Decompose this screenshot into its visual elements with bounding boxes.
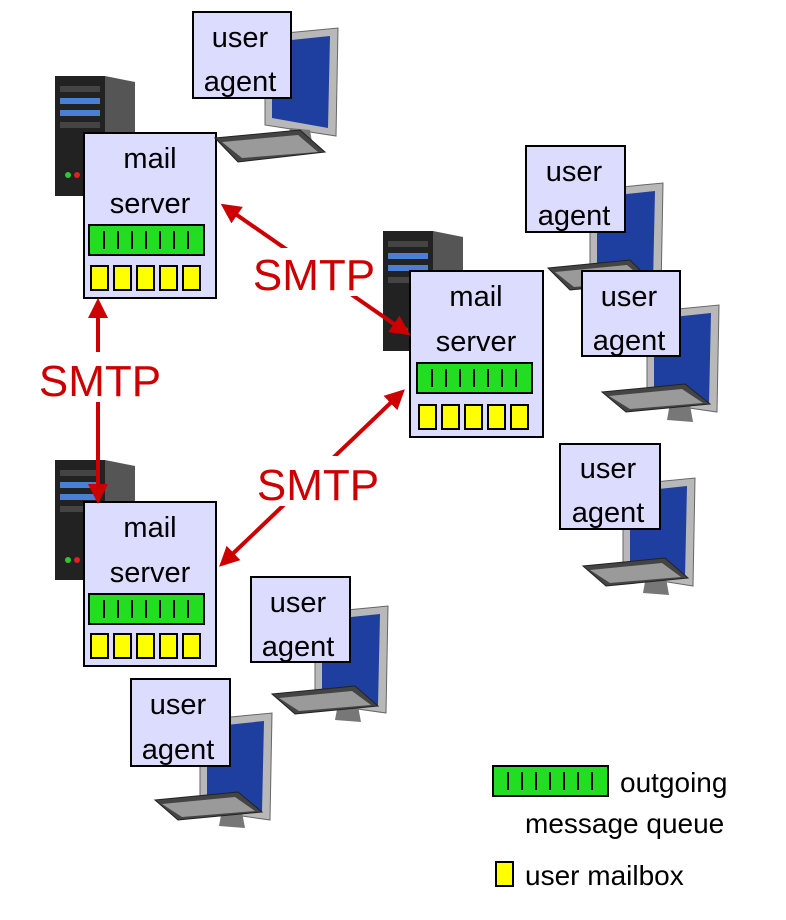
mail-server-right: mail server bbox=[383, 231, 544, 438]
user-agent-label-line1: user bbox=[150, 689, 207, 721]
user-agent-box bbox=[581, 270, 681, 357]
user-agent-box bbox=[559, 443, 661, 530]
legend: outgoing message queue user mailbox bbox=[492, 765, 727, 891]
legend-outgoing-label-line2: message queue bbox=[525, 808, 724, 839]
mail-server-label-line1: mail bbox=[123, 512, 176, 544]
smtp-label-text: SMTP bbox=[39, 357, 161, 406]
smtp-label-bottom: SMTP bbox=[251, 456, 385, 510]
user-agent-bottom-left: user agent bbox=[130, 678, 273, 828]
user-agent-top: user agent bbox=[192, 11, 339, 163]
user-agent-label-line2: agent bbox=[204, 66, 277, 98]
mail-server-label-line2: server bbox=[110, 557, 191, 589]
user-agent-label-line1: user bbox=[270, 587, 327, 619]
user-agent-right-middle: user agent bbox=[581, 270, 720, 422]
outgoing-message-queue bbox=[88, 224, 205, 256]
mail-server-top-left: mail server bbox=[55, 76, 217, 299]
user-agent-label-line2: agent bbox=[593, 325, 666, 357]
mail-server-bottom-left: mail server bbox=[55, 460, 217, 667]
user-agent-box bbox=[130, 678, 231, 767]
user-mailboxes bbox=[90, 633, 201, 659]
user-agent-box bbox=[525, 145, 626, 233]
mail-server-label-line2: server bbox=[110, 188, 191, 220]
user-agent-label-line2: agent bbox=[572, 497, 645, 529]
smtp-label-top: SMTP bbox=[247, 248, 381, 300]
user-mailboxes bbox=[90, 265, 201, 291]
smtp-label-text: SMTP bbox=[257, 461, 379, 510]
user-agent-label-line1: user bbox=[601, 281, 658, 313]
mail-server-label-line1: mail bbox=[449, 281, 502, 313]
smtp-label-text: SMTP bbox=[253, 251, 375, 300]
legend-queue-icon bbox=[492, 765, 609, 797]
smtp-label-left: SMTP bbox=[33, 352, 167, 406]
mail-server-label-line2: server bbox=[436, 326, 517, 358]
user-agent-label-line2: agent bbox=[142, 734, 215, 766]
outgoing-message-queue bbox=[416, 362, 533, 394]
legend-mailbox-label: user mailbox bbox=[525, 860, 684, 891]
legend-mailbox-icon bbox=[495, 861, 514, 887]
mail-server-label-line1: mail bbox=[123, 143, 176, 175]
user-agent-box bbox=[250, 576, 351, 663]
user-agent-box bbox=[192, 11, 292, 99]
user-agent-lower-middle: user agent bbox=[250, 576, 389, 722]
user-agent-label-line1: user bbox=[580, 453, 637, 485]
user-agent-label-line2: agent bbox=[538, 200, 611, 232]
user-agent-label-line2: agent bbox=[262, 631, 335, 663]
user-agent-label-line1: user bbox=[546, 156, 603, 188]
outgoing-message-queue bbox=[88, 593, 205, 625]
user-agent-right-bottom: user agent bbox=[559, 443, 696, 595]
user-agent-label-line1: user bbox=[212, 22, 269, 54]
user-mailboxes bbox=[418, 404, 529, 430]
legend-outgoing-label-line1: outgoing bbox=[620, 767, 727, 798]
